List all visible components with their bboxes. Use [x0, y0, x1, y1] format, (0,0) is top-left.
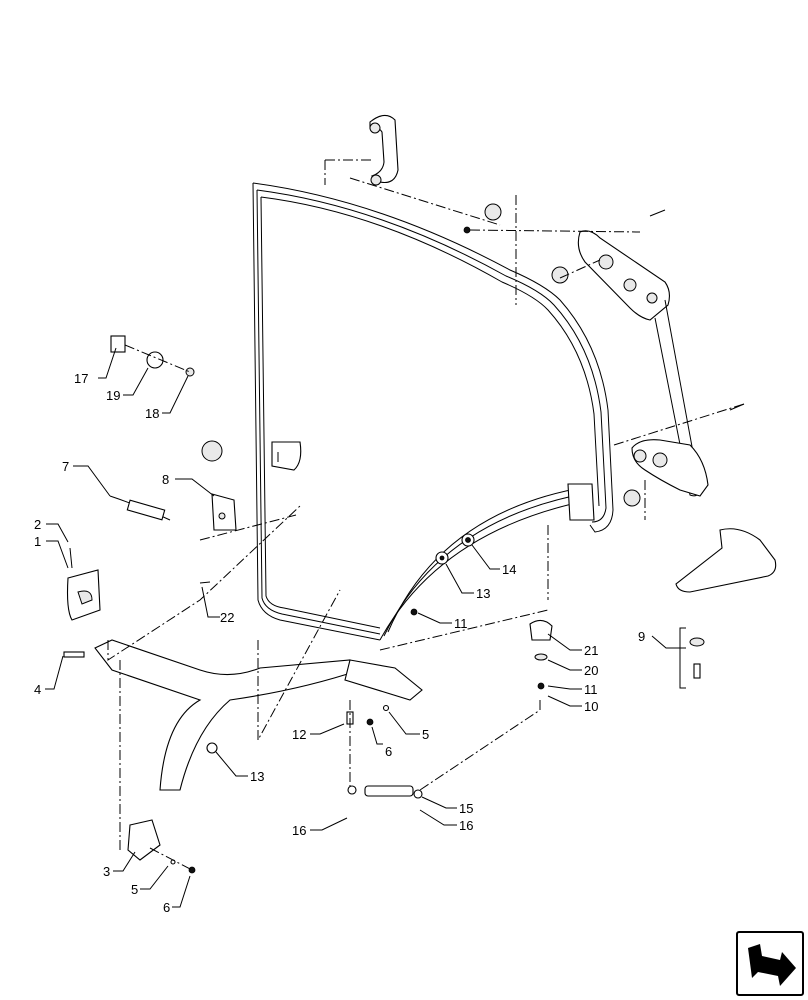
- callout-6-upper: 6: [385, 744, 392, 759]
- callout-6-lower: 6: [163, 900, 170, 915]
- gas-strut: [347, 785, 423, 799]
- callout-11-left: 11: [454, 616, 468, 631]
- callout-5-lower: 5: [131, 882, 138, 897]
- lower-hinge: [631, 439, 709, 497]
- callout-9: 9: [638, 629, 645, 644]
- callout-13-upper: 13: [476, 586, 490, 601]
- latch-body: [127, 819, 161, 861]
- callout-10: 10: [584, 699, 598, 714]
- callout-20: 20: [584, 663, 598, 678]
- star-washers: [201, 203, 641, 507]
- hinge-bolts: [463, 209, 745, 411]
- frame-mount-tabs: [271, 441, 595, 521]
- callout-17: 17: [74, 371, 88, 386]
- fasteners: [63, 533, 705, 874]
- callout-1: 1: [34, 534, 41, 549]
- lower-frame-tube: [94, 639, 423, 791]
- door-handle: [66, 547, 101, 621]
- callout-7: 7: [62, 459, 69, 474]
- callout-13-lower: 13: [250, 769, 264, 784]
- callout-16-right: 16: [459, 818, 473, 833]
- grab-handle: [369, 114, 399, 186]
- callout-8: 8: [162, 472, 169, 487]
- leader-lines: [45, 347, 686, 908]
- callout-12: 12: [292, 727, 306, 742]
- callout-22: 22: [220, 610, 234, 625]
- callout-19: 19: [106, 388, 120, 403]
- navigation-arrow-icon: [736, 931, 804, 996]
- callout-18: 18: [145, 406, 159, 421]
- callout-21: 21: [584, 643, 598, 658]
- callout-labels: 17 19 18 7 8 2 1 22 4 14 13 11 21 9 20 1…: [34, 371, 645, 915]
- callout-14: 14: [502, 562, 516, 577]
- callout-3: 3: [103, 864, 110, 879]
- catch-cluster: [110, 335, 195, 377]
- callout-5-upper: 5: [422, 727, 429, 742]
- callout-15: 15: [459, 801, 473, 816]
- centerlines: [107, 159, 745, 871]
- callout-4: 4: [34, 682, 41, 697]
- callout-11-right: 11: [584, 682, 598, 697]
- door-glass-frame: [252, 182, 614, 641]
- callout-16-left: 16: [292, 823, 306, 838]
- latch-rod: [109, 495, 171, 521]
- support-bracket: [675, 528, 777, 593]
- callout-2: 2: [34, 517, 41, 532]
- latch-plate: [211, 493, 237, 531]
